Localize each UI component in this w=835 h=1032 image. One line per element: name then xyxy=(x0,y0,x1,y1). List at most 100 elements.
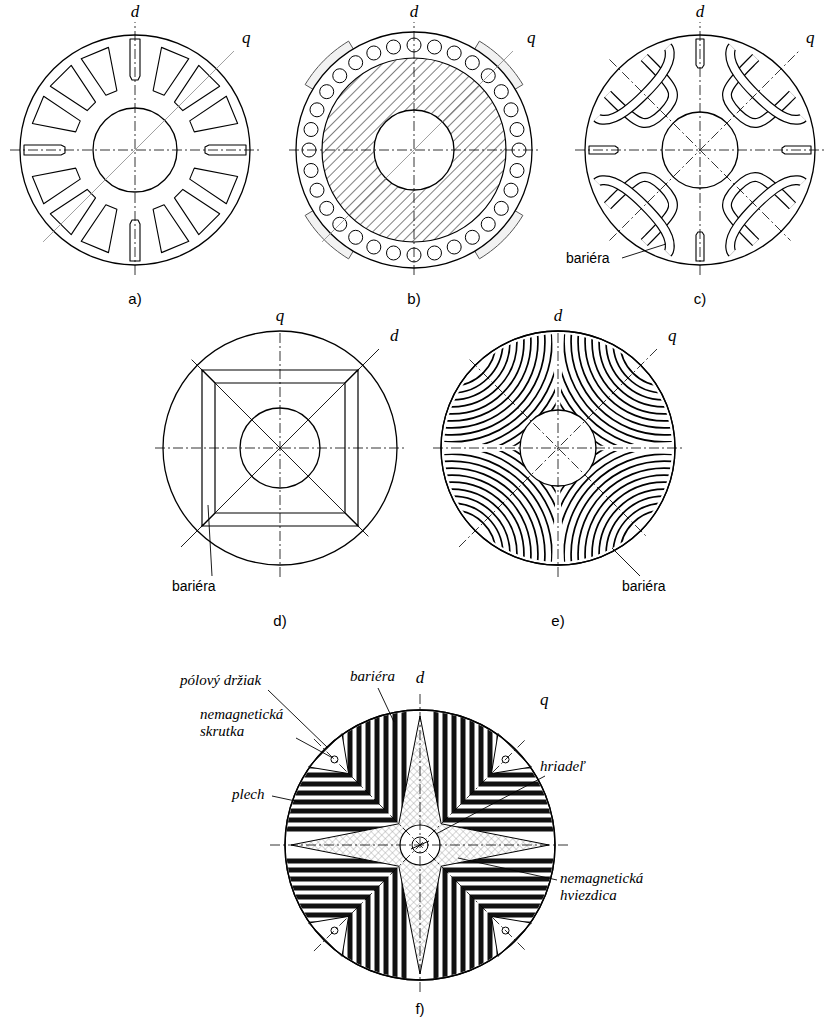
rotor-d xyxy=(155,330,405,577)
lamination-stack xyxy=(220,861,404,1032)
lamination-sheet xyxy=(220,879,386,1032)
lamination-sheet xyxy=(220,951,314,1032)
leader-line xyxy=(612,548,640,576)
cage-bar xyxy=(447,240,461,254)
axis-line xyxy=(558,330,559,577)
axis-label: q xyxy=(242,28,251,48)
axis-line xyxy=(135,22,136,275)
cage-bar xyxy=(427,40,441,54)
lamination-sheet xyxy=(544,969,620,1032)
flux-barrier xyxy=(394,496,510,612)
leader-line xyxy=(436,776,545,834)
lamination-group xyxy=(220,645,620,1032)
cage-bar xyxy=(320,201,334,215)
axis-line xyxy=(609,59,790,240)
cage-bar xyxy=(304,163,318,177)
lamination-sheet xyxy=(508,933,620,1032)
rotor-a xyxy=(10,22,260,275)
lamination-sheet xyxy=(499,645,620,766)
leader-lines xyxy=(208,244,666,880)
axis-line xyxy=(470,360,647,537)
cage-bar xyxy=(387,40,401,54)
part-label: pólový držiak xyxy=(180,672,261,689)
lamination-sheet xyxy=(463,645,620,802)
part-label: bariéra xyxy=(622,578,666,594)
cage-bar xyxy=(447,46,461,60)
cage-bar xyxy=(310,103,324,117)
lamination-sheet xyxy=(526,645,620,739)
figure-caption: d) xyxy=(273,612,286,629)
rotor-e xyxy=(331,221,785,675)
lamination-sheet xyxy=(220,897,368,1032)
lamination-sheet xyxy=(517,645,620,748)
leader-line xyxy=(296,738,331,757)
axis-line xyxy=(609,51,799,241)
axis-label: d xyxy=(131,2,140,22)
axis-label: d xyxy=(554,306,563,326)
axis-label: q xyxy=(540,690,549,710)
cage-bar xyxy=(349,56,363,70)
figure-caption: e) xyxy=(551,612,564,629)
lamination-sheet xyxy=(508,645,620,757)
part-label: bariéra xyxy=(350,668,395,685)
lamination-sheet xyxy=(436,861,620,1032)
figure-caption: f) xyxy=(415,1000,424,1017)
axis-label: d xyxy=(390,326,399,346)
axis-label: q xyxy=(806,28,815,48)
leader-line xyxy=(272,796,300,802)
cage-bar xyxy=(465,56,479,70)
flux-barrier xyxy=(380,270,524,414)
cage-bar xyxy=(510,123,524,137)
axis-line xyxy=(414,22,415,275)
leader-line xyxy=(622,244,666,258)
leader-line xyxy=(458,858,557,880)
rotor-slot xyxy=(190,96,238,132)
barrier-group xyxy=(331,221,785,675)
lamination-sheet xyxy=(220,924,341,1032)
figure-caption: c) xyxy=(694,290,707,307)
lamination-sheet xyxy=(553,978,620,1032)
lamination-sheet xyxy=(220,969,296,1032)
lamination-sheet xyxy=(472,897,620,1032)
flux-barrier xyxy=(564,242,764,442)
cage-bar xyxy=(465,230,479,244)
flux-barrier xyxy=(571,249,757,435)
cage-bar xyxy=(333,69,347,83)
cage-bar xyxy=(304,123,318,137)
lamination-sheet xyxy=(220,906,359,1032)
part-label: hriadeľ xyxy=(540,758,585,775)
lamination-sheet xyxy=(220,933,332,1032)
lamination-sheet xyxy=(526,951,620,1032)
rotor-slot xyxy=(174,189,219,234)
axis-line xyxy=(181,349,379,547)
axis-line xyxy=(322,51,513,242)
cage-bar xyxy=(367,46,381,60)
rotor-slot xyxy=(153,205,189,253)
flux-barrier-inner xyxy=(597,180,670,253)
flux-barrier-inner xyxy=(597,47,670,120)
cage-bar xyxy=(310,183,324,197)
cage-bar xyxy=(427,246,441,260)
rotor-slot xyxy=(32,168,80,204)
flux-barrier xyxy=(408,510,496,598)
axis-line xyxy=(700,22,701,275)
lamination-sheet xyxy=(220,861,404,1032)
flux-barrier xyxy=(620,298,708,386)
flux-barrier xyxy=(359,461,545,647)
axis-line xyxy=(192,360,369,537)
axis-label: d xyxy=(696,2,705,22)
lamination-sheet xyxy=(220,915,350,1032)
axis-label: d xyxy=(410,2,419,22)
flux-barrier xyxy=(352,454,552,654)
rotor-c xyxy=(575,22,825,275)
axis-label: q xyxy=(527,28,536,48)
flux-barrier xyxy=(620,510,708,598)
lamination-sheet xyxy=(463,888,620,1032)
lamination-sheet xyxy=(220,870,395,1032)
lamination-sheet xyxy=(535,645,620,730)
lamination-sheet xyxy=(454,645,620,811)
cage-bar xyxy=(349,230,363,244)
figure-caption: a) xyxy=(128,290,141,307)
